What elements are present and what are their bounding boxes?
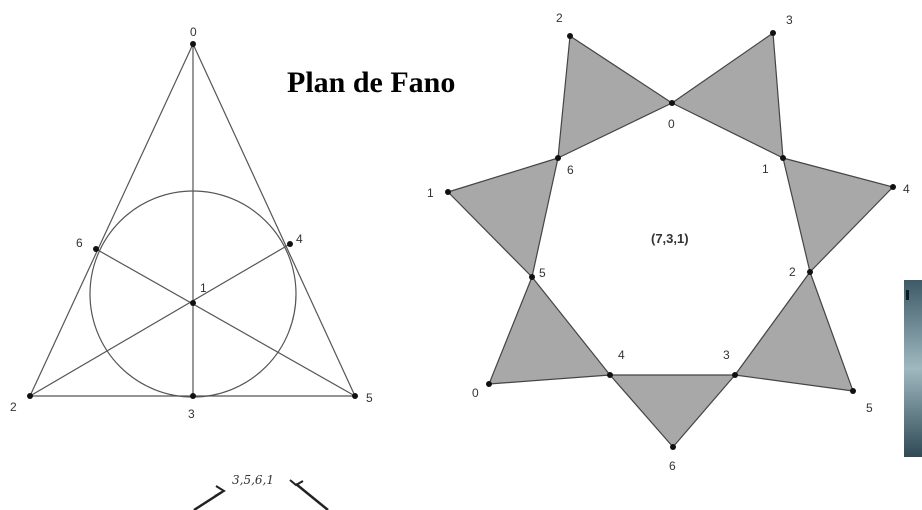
point-5: [352, 393, 358, 399]
inner-label-4: 4: [618, 348, 625, 362]
point-1: [190, 300, 196, 306]
label-4: 4: [296, 232, 303, 246]
block-triangle-1: [672, 33, 783, 158]
outer-label-6: 6: [669, 459, 676, 473]
point-0: [190, 41, 196, 47]
median-2-4: [30, 244, 290, 396]
partial-thumbnail: [904, 280, 922, 457]
label-2: 2: [10, 400, 17, 414]
thumbnail-image: [904, 280, 922, 457]
inner-point-6: [555, 155, 561, 161]
edge-0-2: [30, 44, 193, 396]
label-5: 5: [366, 391, 373, 405]
outer-label-3: 3: [786, 13, 793, 27]
point-6: [93, 246, 99, 252]
inner-label-5: 5: [539, 266, 546, 280]
outer-label-4: 4: [903, 182, 910, 196]
outer-point-4: [890, 184, 896, 190]
inner-label-1: 1: [762, 162, 769, 176]
outer-label-5: 5: [866, 401, 873, 415]
page-title: Plan de Fano: [287, 66, 455, 99]
outer-point-2: [567, 33, 573, 39]
inner-point-4: [607, 372, 613, 378]
label-3: 3: [188, 407, 195, 421]
inner-label-3: 3: [723, 348, 730, 362]
label-0: 0: [190, 25, 197, 39]
point-2: [27, 393, 33, 399]
point-3: [190, 393, 196, 399]
arrow-left-head-icon: [215, 486, 224, 496]
outer-point-0: [486, 381, 492, 387]
block-triangle-6: [448, 158, 558, 277]
inner-label-2: 2: [789, 265, 796, 279]
arrow-right-head-icon: [290, 480, 303, 485]
handwritten-note: 3,5,6,1: [232, 473, 274, 487]
median-5-6: [96, 249, 355, 396]
inner-point-0: [669, 100, 675, 106]
block-triangle-3: [735, 272, 853, 391]
label-1: 1: [200, 281, 207, 295]
handwritten-sketch: 3,5,6,1: [194, 473, 328, 510]
outer-label-1: 1: [427, 186, 434, 200]
outer-point-5: [850, 388, 856, 394]
thumbnail-glyph: [906, 290, 909, 300]
block-triangle-5: [489, 277, 610, 384]
inner-point-1: [780, 155, 786, 161]
design-parameters-label: (7,3,1): [651, 231, 689, 246]
outer-point-3: [770, 30, 776, 36]
outer-label-2: 2: [556, 11, 563, 25]
inner-label-6: 6: [567, 163, 574, 177]
outer-point-1: [445, 189, 451, 195]
label-6: 6: [76, 236, 83, 250]
inner-point-3: [732, 372, 738, 378]
inner-point-5: [529, 274, 535, 280]
outer-point-6: [670, 444, 676, 450]
point-4: [287, 241, 293, 247]
inner-point-2: [807, 269, 813, 275]
outer-label-0: 0: [472, 386, 479, 400]
block-triangle-4: [610, 375, 735, 447]
inner-label-0: 0: [668, 117, 675, 131]
block-triangle-0: [558, 36, 672, 158]
arrow-right: [296, 484, 328, 510]
block-triangle-2: [783, 158, 893, 272]
